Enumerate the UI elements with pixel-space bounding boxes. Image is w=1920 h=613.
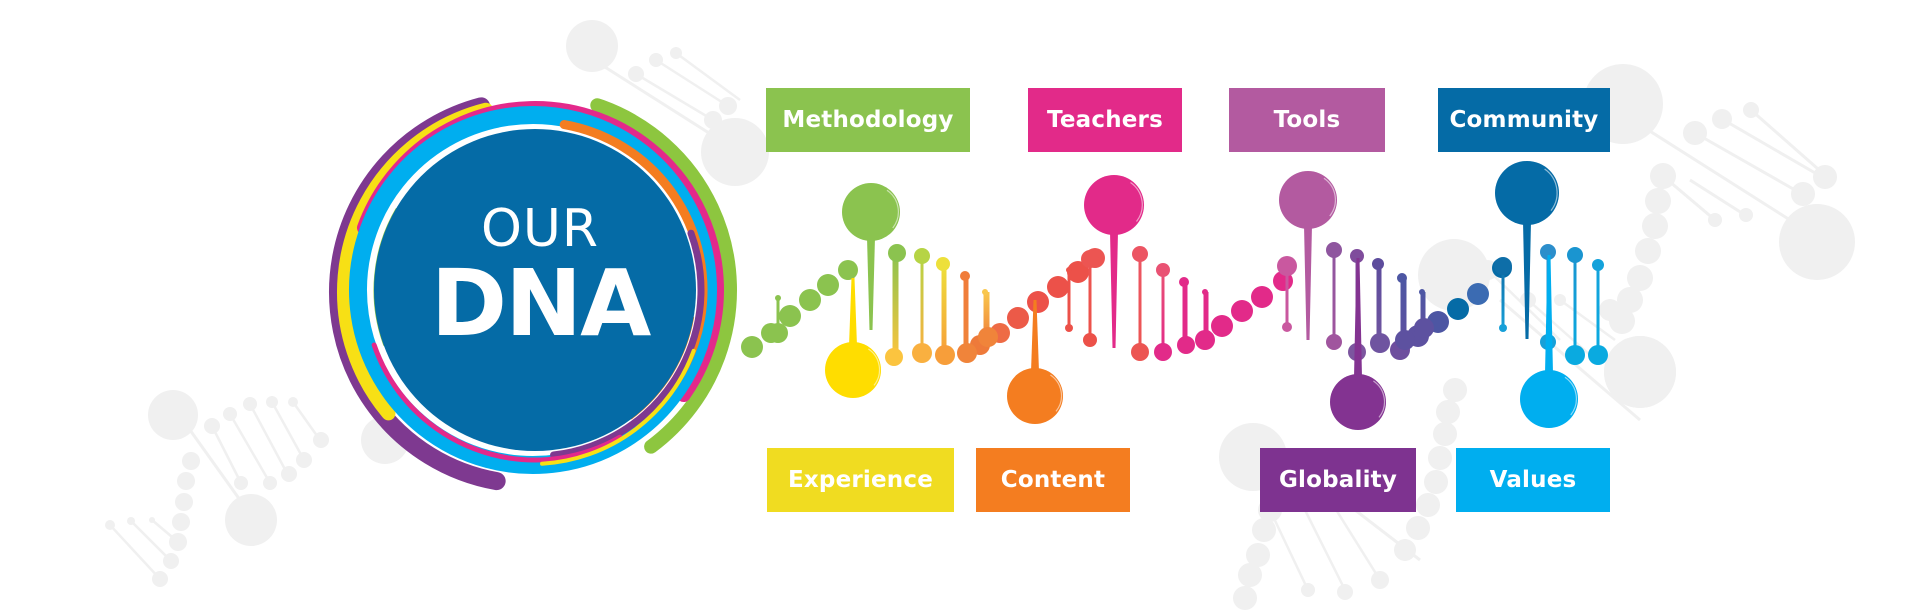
- base-pair-rung: [1565, 247, 1585, 365]
- strand-bead: [838, 260, 858, 280]
- label-text: Teachers: [1047, 107, 1163, 133]
- base-pair-rung: [1065, 267, 1073, 332]
- base-pair-rung: [1131, 246, 1149, 361]
- pin-globality: [1330, 258, 1386, 430]
- label-text: Values: [1489, 467, 1577, 493]
- base-pair-rung: [1081, 250, 1099, 347]
- label-content: Content: [976, 448, 1130, 512]
- base-pair-rung: [935, 257, 955, 365]
- base-pair-rung: [1177, 277, 1195, 354]
- base-pair-rung: [957, 271, 977, 363]
- label-text: Methodology: [782, 107, 954, 133]
- pin-tools: [1279, 171, 1337, 340]
- pin-teachers: [1084, 175, 1144, 348]
- hero-title: OUR DNA: [420, 200, 660, 350]
- pin-methodology: [842, 183, 900, 330]
- pin-values: [1520, 255, 1578, 428]
- base-pair-rung: [912, 248, 932, 363]
- label-experience: Experience: [767, 448, 954, 512]
- title-dna: DNA: [430, 250, 652, 357]
- pin-experience: [825, 278, 881, 398]
- strand-bead: [1447, 298, 1469, 320]
- brush-ring: [329, 88, 737, 493]
- label-text: Community: [1449, 107, 1599, 133]
- strand-bead: [1027, 291, 1049, 313]
- base-pair-rung: [1154, 263, 1172, 361]
- pin-community: [1495, 161, 1559, 339]
- base-pair-rung: [1395, 273, 1415, 350]
- strand-bead: [817, 274, 839, 296]
- base-pair-rung: [885, 244, 906, 366]
- strand-bead: [1467, 283, 1489, 305]
- strand-bead: [799, 289, 821, 311]
- strand-bead: [1211, 315, 1233, 337]
- label-text: Tools: [1273, 107, 1341, 133]
- label-community: Community: [1438, 88, 1610, 152]
- base-pair-rung: [1326, 242, 1342, 350]
- base-pair-rung: [1370, 258, 1390, 353]
- strand-bead: [1047, 276, 1069, 298]
- strand-bead: [1251, 286, 1273, 308]
- label-text: Content: [1000, 467, 1106, 493]
- base-pair-rung: [1277, 256, 1297, 332]
- label-values: Values: [1456, 448, 1610, 512]
- base-pair-rung: [1494, 257, 1512, 332]
- badge-fill: [374, 129, 696, 451]
- base-pair-rung: [1588, 259, 1608, 365]
- base-pair-rung: [978, 289, 998, 347]
- pin-content: [1007, 300, 1063, 424]
- label-text: Experience: [787, 467, 934, 493]
- label-methodology: Methodology: [766, 88, 970, 152]
- label-globality: Globality: [1260, 448, 1416, 512]
- strand-bead: [1007, 307, 1029, 329]
- label-teachers: Teachers: [1028, 88, 1182, 152]
- title-our: OUR: [480, 199, 600, 259]
- strand-bead: [1067, 261, 1089, 283]
- label-text: Globality: [1278, 467, 1398, 493]
- strand-bead: [779, 305, 801, 327]
- label-tools: Tools: [1229, 88, 1385, 152]
- base-pair-rung: [768, 295, 788, 343]
- strand-bead: [741, 336, 763, 358]
- ghost-dna-top: [566, 20, 769, 186]
- base-pair-rung: [1414, 289, 1434, 338]
- strand-bead: [1231, 300, 1253, 322]
- base-pair-rung: [1202, 289, 1211, 338]
